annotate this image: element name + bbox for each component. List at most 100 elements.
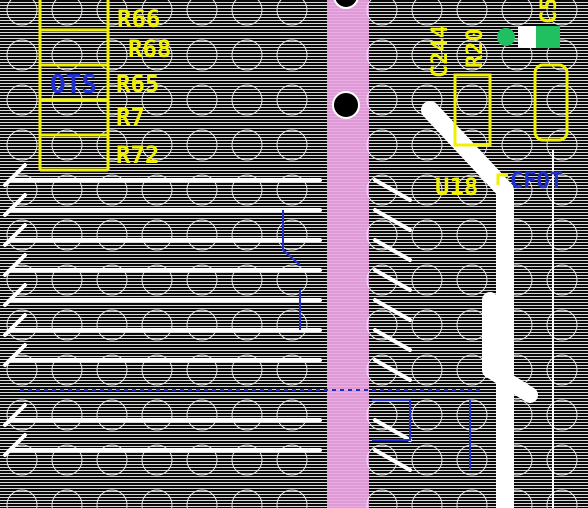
pad-outline: [6, 399, 38, 431]
pad-outline: [141, 219, 173, 251]
pad-outline: [366, 84, 398, 116]
pad-outline: [366, 219, 398, 251]
pad-outline: [6, 174, 38, 206]
pad-outline: [366, 264, 398, 296]
pad-outline: [546, 399, 578, 431]
trace-stub[interactable]: [3, 193, 27, 217]
pad-outline: [411, 219, 443, 251]
label-r72[interactable]: R72: [116, 141, 159, 169]
pad-outline: [501, 0, 533, 26]
label-c244[interactable]: C244: [428, 25, 453, 78]
trace-right[interactable]: [373, 358, 412, 382]
pad-outline: [276, 219, 308, 251]
trace-right[interactable]: [373, 238, 412, 262]
pad-outline: [411, 489, 443, 508]
pad-outline: [186, 84, 218, 116]
pad-outline: [231, 309, 263, 341]
pad-white[interactable]: [518, 26, 536, 48]
pad-outline: [456, 39, 488, 71]
pad-outline: [411, 0, 443, 26]
trace-right[interactable]: [373, 208, 412, 232]
pad-green-round[interactable]: [497, 28, 515, 46]
trace-stub[interactable]: [3, 343, 27, 367]
label-r68[interactable]: R68: [128, 35, 171, 63]
pad-outline: [141, 84, 173, 116]
pad-green[interactable]: [536, 26, 560, 48]
trace-right[interactable]: [373, 268, 412, 292]
pad-outline: [231, 219, 263, 251]
pad-outline: [141, 174, 173, 206]
pad-outline: [186, 0, 218, 26]
pad-outline: [186, 354, 218, 386]
pad-outline: [51, 0, 83, 26]
pad-outline: [546, 84, 578, 116]
pad-outline: [366, 309, 398, 341]
trace-right[interactable]: [373, 418, 412, 442]
pad-outline: [96, 489, 128, 508]
pad-outline: [186, 489, 218, 508]
pad-outline: [411, 399, 443, 431]
pad-outline: [51, 174, 83, 206]
pad-outline: [546, 129, 578, 161]
net-label-ots[interactable]: OTS: [50, 70, 97, 100]
pad-outline: [546, 39, 578, 71]
pad-outline: [51, 264, 83, 296]
pad-outline: [501, 39, 533, 71]
trace-stub[interactable]: [3, 283, 27, 307]
trace-stub[interactable]: [3, 403, 27, 427]
pad-outline: [186, 309, 218, 341]
pad-outline: [546, 219, 578, 251]
pad-outline: [6, 129, 38, 161]
bga-pad-grid: [6, 0, 578, 508]
pad-outline: [51, 309, 83, 341]
trace-stub[interactable]: [3, 313, 27, 337]
label-c5[interactable]: C5: [537, 0, 562, 24]
power-trace-short[interactable]: [482, 292, 538, 403]
pad-outline: [231, 399, 263, 431]
trace-right[interactable]: [373, 298, 412, 322]
pad-outline: [276, 399, 308, 431]
pad-outline: [456, 0, 488, 26]
trace-stub[interactable]: [3, 223, 27, 247]
silkscreen-outlines: [38, 0, 569, 185]
pad-outline: [6, 39, 38, 71]
pad-outline: [186, 399, 218, 431]
label-r7[interactable]: R7: [116, 103, 145, 131]
pad-outline: [231, 354, 263, 386]
trace-right[interactable]: [373, 328, 412, 352]
pad-outline: [96, 354, 128, 386]
pad-outline: [231, 129, 263, 161]
pad-outline: [276, 264, 308, 296]
pad-outline: [411, 444, 443, 476]
net-label-corner[interactable]: CFOT: [510, 169, 563, 194]
pad-outline: [546, 174, 578, 206]
pad-outline: [141, 354, 173, 386]
trace-right[interactable]: [373, 178, 412, 202]
pad-outline: [411, 129, 443, 161]
trace-stub[interactable]: [3, 163, 27, 187]
trace-stub[interactable]: [3, 253, 27, 277]
pad-outline: [546, 354, 578, 386]
label-r65[interactable]: R65: [116, 70, 159, 98]
pad-outline: [6, 309, 38, 341]
label-r66[interactable]: R66: [117, 5, 160, 33]
pad-outline: [366, 444, 398, 476]
label-r20[interactable]: R20: [463, 28, 488, 68]
via-on-strip-top[interactable]: [333, 0, 359, 9]
trace-right[interactable]: [373, 448, 412, 472]
pad-outline: [546, 0, 578, 26]
label-u18[interactable]: U18: [435, 173, 478, 201]
keepout-strip[interactable]: [327, 0, 369, 508]
pad-outline: [456, 84, 488, 116]
pad-outline: [96, 129, 128, 161]
via-on-strip[interactable]: [332, 91, 360, 119]
trace-stub[interactable]: [3, 433, 27, 457]
pad-outline: [411, 174, 443, 206]
pad-outline: [51, 399, 83, 431]
pad-outline: [141, 0, 173, 26]
pad-outline: [96, 174, 128, 206]
pad-outline: [546, 489, 578, 508]
pad-outline: [96, 0, 128, 26]
pad-outline: [51, 489, 83, 508]
